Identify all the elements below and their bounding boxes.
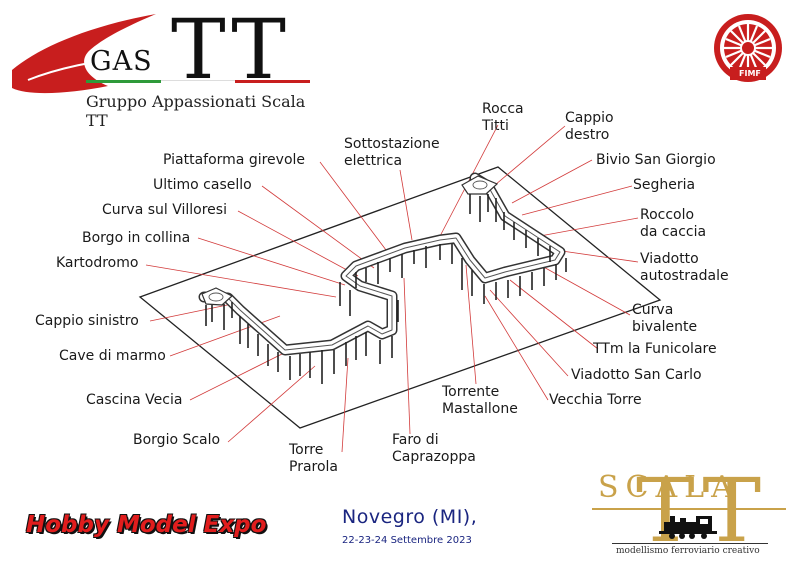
label-cappio-sinistro: Cappio sinistro [35, 313, 139, 329]
leader-lines [145, 124, 639, 453]
label-roccolo-2: da caccia [640, 224, 707, 240]
label-faro-2: Caprazoppa [392, 449, 476, 465]
label-vecchia-torre: Vecchia Torre [549, 392, 642, 408]
scala-word: SCALA [598, 470, 740, 505]
label-piattaforma-girevole: Piattaforma girevole [163, 152, 306, 168]
locomotive-icon [659, 516, 717, 539]
label-curva-bivalente-2: bivalente [632, 319, 698, 335]
label-bivio-san-giorgio: Bivio San Giorgio [596, 152, 716, 168]
label-rocca-titti-1: Rocca [482, 101, 524, 117]
scala-tt-letters: TT [636, 459, 768, 562]
label-torrente-2: Mastallone [442, 401, 518, 417]
label-cascina-vecia: Cascina Vecia [86, 392, 183, 408]
logo-gas-text: GAS [90, 46, 153, 77]
scala-tt-logo: SCALA TT modellismo ferroviario creativo [590, 459, 790, 562]
label-curva-villoresi: Curva sul Villoresi [102, 202, 227, 218]
label-cappio-destro-1: Cappio [565, 110, 614, 126]
label-borgo-collina: Borgo in collina [82, 230, 191, 246]
baseboard-outline [138, 166, 662, 429]
label-segheria: Segheria [633, 177, 696, 193]
label-ttm-funicolare: TTm la Funicolare [593, 341, 717, 357]
label-sottostazione-2: elettrica [344, 153, 403, 169]
label-roccolo-1: Roccolo [640, 207, 695, 223]
label-rocca-titti-2: Titti [482, 118, 509, 134]
logo-swoosh-icon [12, 14, 156, 94]
label-viadotto-autostradale-1: Viadotto [640, 251, 699, 267]
label-borgio-scalo: Borgio Scalo [133, 432, 221, 448]
track-structure [198, 172, 566, 356]
label-viadotto-autostradale-2: autostradale [640, 268, 729, 284]
label-faro-1: Faro di [392, 432, 439, 448]
label-torre-prarola-1: Torre [289, 442, 324, 458]
italian-flag-bar [86, 80, 311, 83]
label-cave-marmo: Cave di marmo [59, 348, 166, 364]
scala-rule [612, 543, 768, 544]
label-torre-prarola-2: Prarola [289, 459, 339, 475]
label-cappio-destro-2: destro [565, 127, 610, 143]
label-curva-bivalente-1: Curva [632, 302, 674, 318]
hobby-model-expo-logo: Hobby Model Expo [26, 512, 267, 538]
label-torrente-1: Torrente [442, 384, 500, 400]
scala-divider [592, 508, 786, 510]
label-kartodromo: Kartodromo [56, 255, 139, 271]
event-location: Novegro (MI), [342, 506, 478, 528]
wheel-icon [714, 14, 782, 82]
support-legs [205, 194, 567, 384]
label-sottostazione-1: Sottostazione [344, 136, 440, 152]
logo-subtitle: Gruppo Appassionati Scala TT [86, 92, 306, 130]
event-dates: 22-23-24 Settembre 2023 [342, 535, 472, 546]
label-ultimo-casello: Ultimo casello [153, 177, 252, 193]
fimf-badge: FIMF [706, 11, 790, 85]
label-viadotto-san-carlo: Viadotto San Carlo [571, 367, 702, 383]
logo-tt-text: TT [171, 3, 290, 98]
fimf-text: FIMF [739, 69, 761, 78]
scala-tagline: modellismo ferroviario creativo [616, 546, 760, 556]
gas-tt-logo: GAS TT Gruppo Appassionati Scala TT [8, 3, 313, 130]
